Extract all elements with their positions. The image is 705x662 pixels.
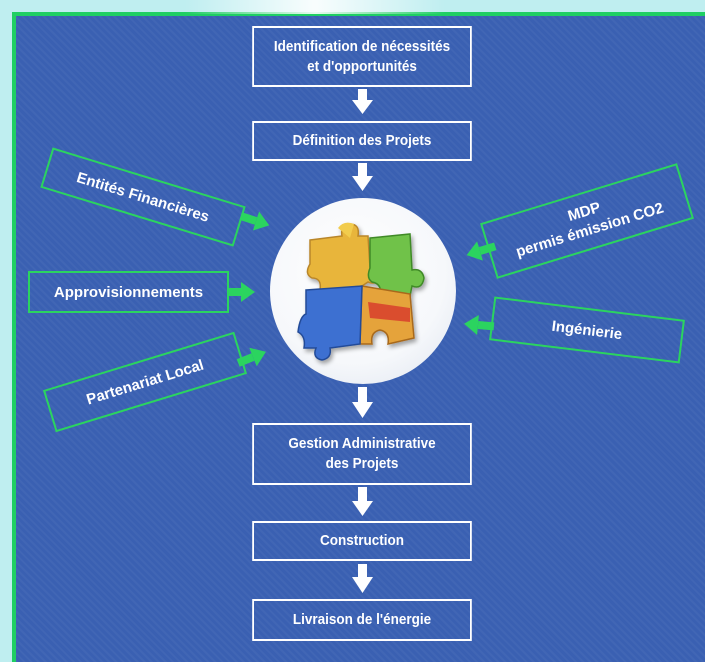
step-identification-line2: et d'opportunités: [307, 57, 417, 75]
puzzle-icon: [297, 222, 425, 361]
step-livraison-label: Livraison de l'énergie: [292, 611, 432, 628]
down-arrow-icon: [352, 163, 373, 191]
down-arrow-icon: [352, 387, 373, 418]
center-circle: [270, 198, 456, 384]
top-highlight: [185, 0, 445, 14]
down-arrow-icon: [352, 564, 373, 593]
step-identification: Identification de nécessités et d'opport…: [252, 26, 472, 87]
left-arrow-icon: [464, 315, 495, 335]
right-arrow-icon: [227, 282, 255, 302]
right-arrow-icon: [239, 211, 270, 231]
step-gestion: Gestion Administrative des Projets: [252, 423, 472, 485]
down-arrow-icon: [352, 487, 373, 516]
step-definition-label: Définition des Projets: [292, 132, 432, 149]
step-gestion-line1: Gestion Administrative: [288, 435, 436, 452]
left-arrow-icon: [466, 241, 497, 261]
step-identification-line1: Identification de nécessités: [273, 37, 451, 55]
step-construction-label: Construction: [319, 532, 404, 549]
step-livraison: Livraison de l'énergie: [252, 599, 472, 641]
step-gestion-line2: des Projets: [325, 455, 399, 472]
step-definition: Définition des Projets: [252, 121, 472, 161]
down-arrow-icon: [352, 89, 373, 114]
right-arrow-icon: [236, 347, 266, 367]
input-approvisionnements-label: Approvisionnements: [53, 283, 204, 301]
step-construction: Construction: [252, 521, 472, 561]
